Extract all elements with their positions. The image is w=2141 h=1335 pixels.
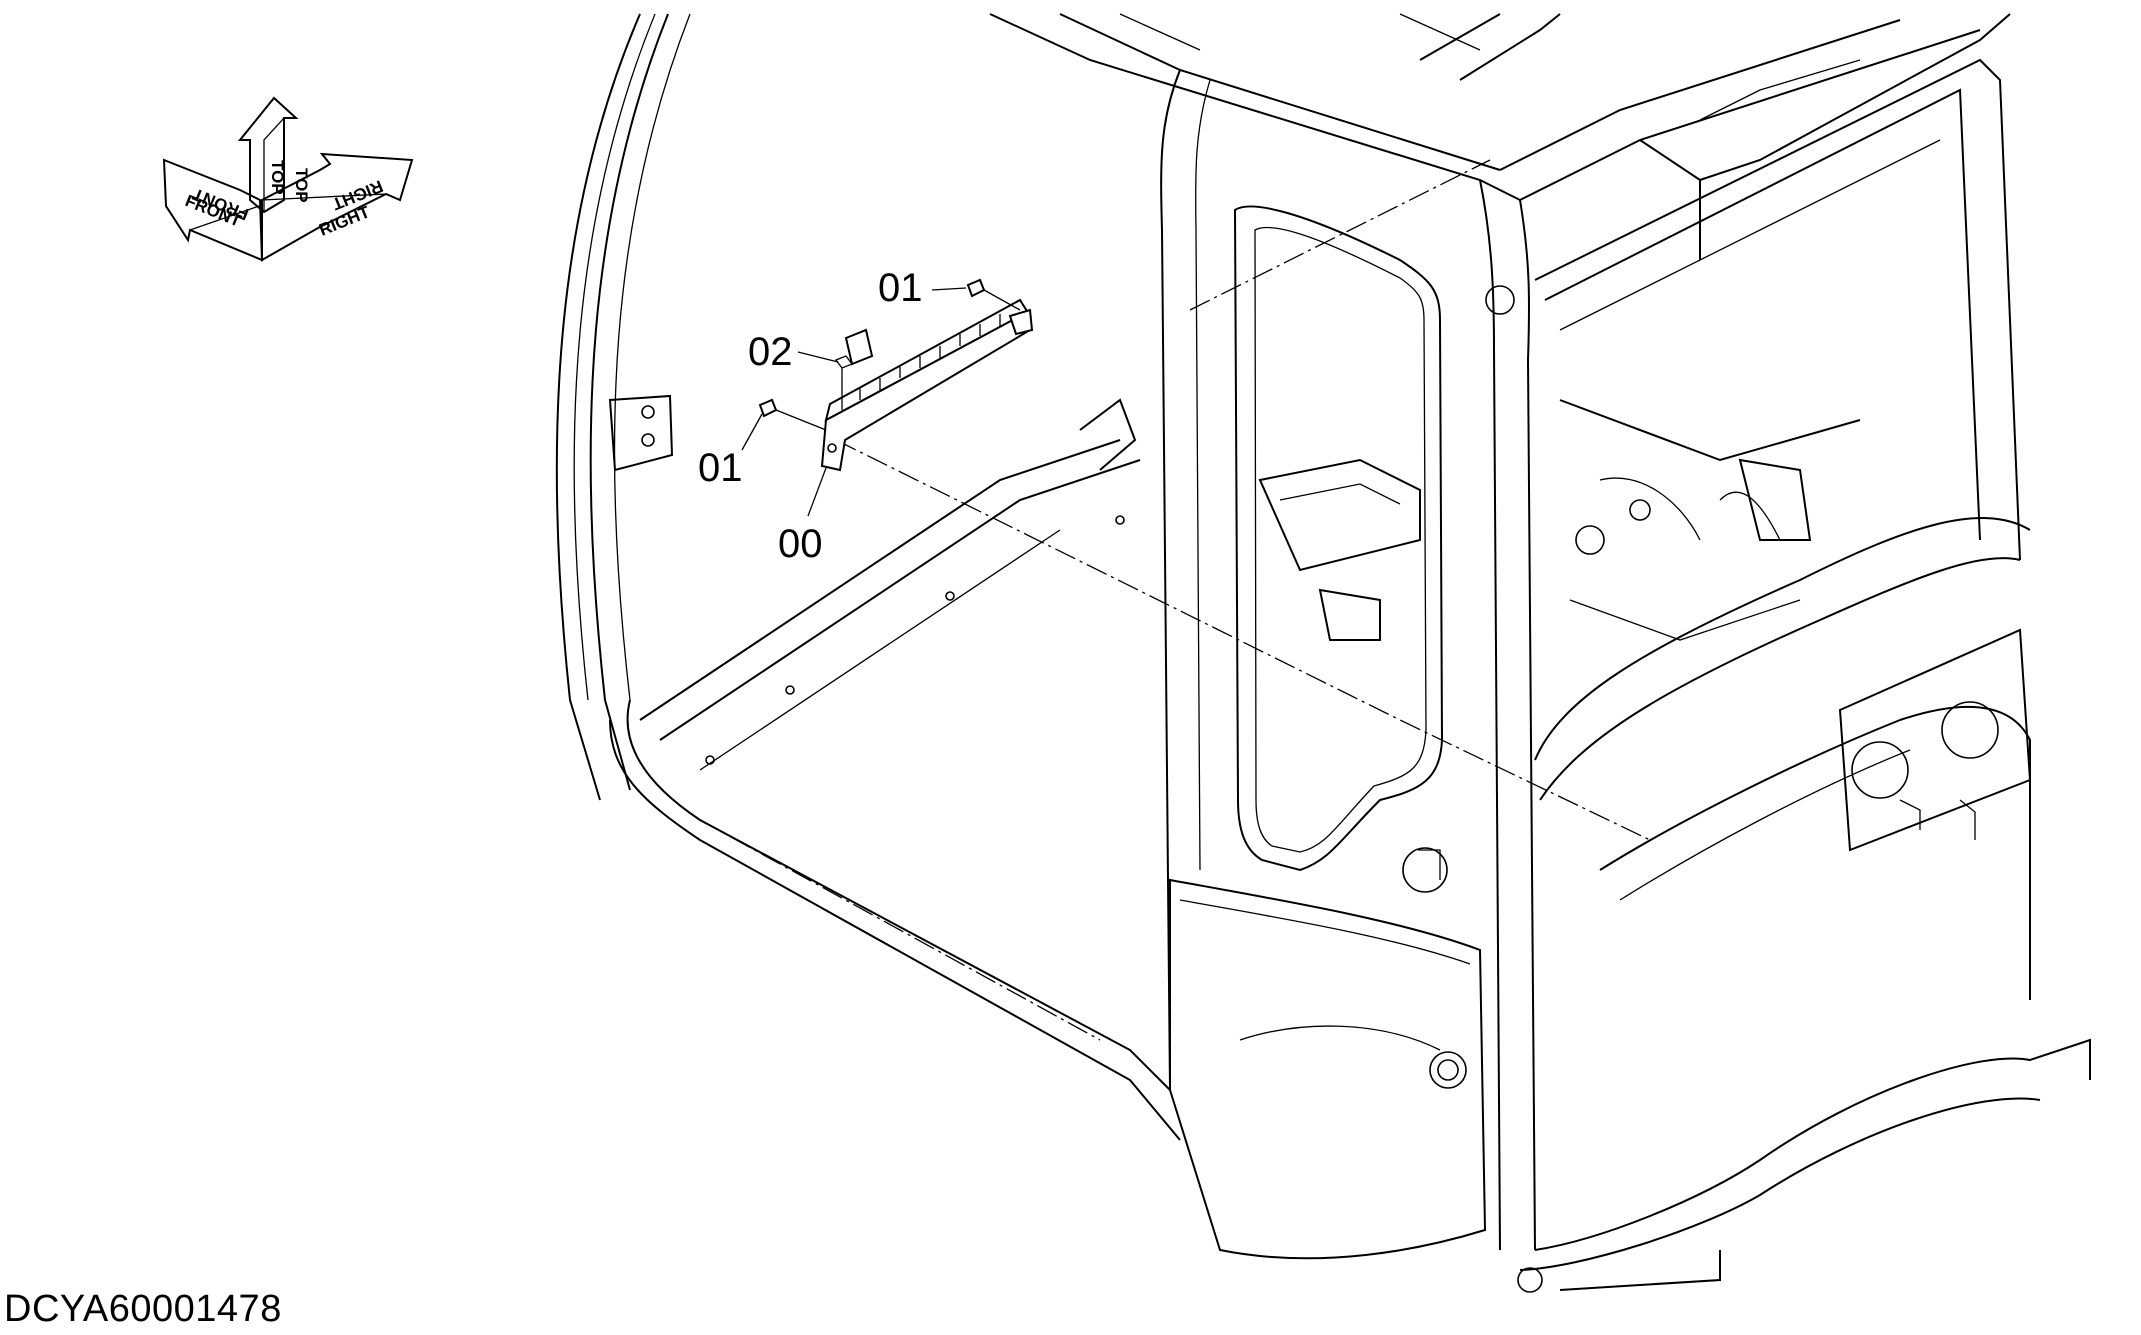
part-00-bracket bbox=[820, 298, 1034, 472]
part-01-fastener-top bbox=[966, 278, 1021, 311]
callout-00: 00 bbox=[778, 522, 823, 566]
callout-leaders bbox=[741, 287, 967, 517]
part-02-clip bbox=[834, 328, 874, 410]
callout-01-top: 01 bbox=[878, 266, 923, 310]
orientation-top-label-mirror: TOP bbox=[268, 160, 287, 195]
orientation-top-label: TOP bbox=[292, 168, 311, 203]
drawing-id-label: DCYA60001478 bbox=[4, 1288, 282, 1330]
callout-01-bottom: 01 bbox=[698, 446, 743, 490]
callout-02: 02 bbox=[748, 330, 793, 374]
cab-frame bbox=[555, 13, 2091, 1293]
part-01-fastener-bottom bbox=[758, 398, 827, 431]
orientation-indicator: TOP TOP FRONT FRONT RIGHT RIGHT bbox=[162, 96, 414, 262]
